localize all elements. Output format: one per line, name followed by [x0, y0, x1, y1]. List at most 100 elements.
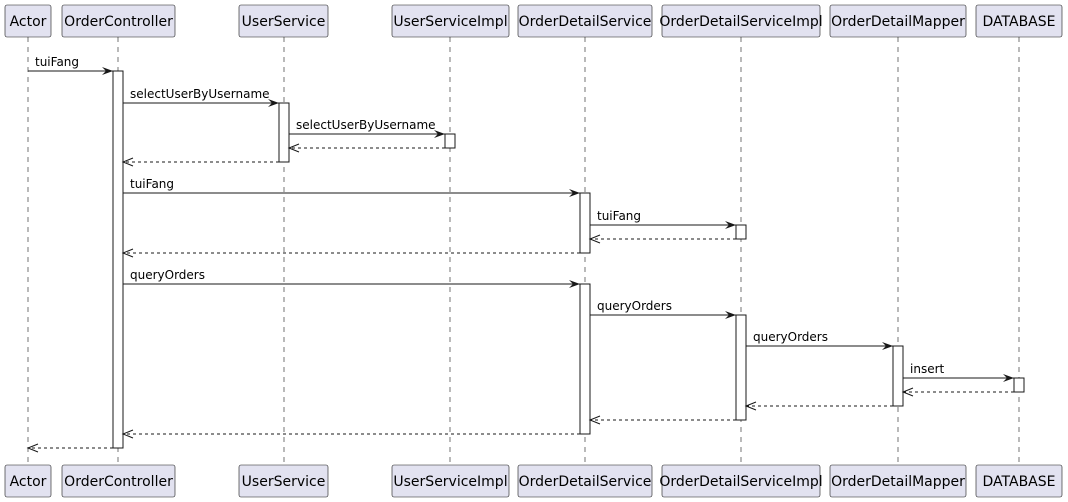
participants-bottom: Actor OrderController UserService UserServi…	[4, 464, 1063, 498]
participants-top: Actor OrderController UserService UserServi…	[4, 4, 1063, 38]
participant-label: UserService	[242, 14, 326, 30]
message-label: insert	[910, 362, 945, 376]
arrowhead	[744, 401, 757, 411]
database-activation	[1013, 377, 1025, 393]
activation-bars	[112, 70, 1025, 449]
return-message-3	[287, 143, 445, 153]
arrowhead	[434, 130, 445, 138]
participant-label: OrderController	[64, 14, 173, 30]
return-message-15	[588, 415, 736, 425]
participant-label: OrderDetailService	[519, 474, 652, 490]
arrowhead	[901, 387, 914, 397]
participant-label: DATABASE	[983, 474, 1056, 490]
participant-box	[517, 4, 653, 38]
message-label: queryOrders	[130, 268, 205, 282]
order-detail-service-impl-activation	[735, 224, 747, 240]
participant-label: DATABASE	[983, 14, 1056, 30]
return-message-16	[121, 429, 580, 439]
order-detail-mapper-activation	[892, 345, 904, 407]
user-service-activation	[278, 102, 290, 163]
order-detail-service-impl-activation	[735, 314, 747, 421]
order-detail-service-impl-participant-top: OrderDetailServiceImpl	[659, 4, 823, 38]
arrowhead	[268, 99, 279, 107]
message-label: queryOrders	[597, 299, 672, 313]
arrowhead	[569, 189, 580, 197]
return-message-13	[901, 387, 1014, 397]
arrowhead	[102, 67, 113, 75]
participant-box	[391, 464, 510, 498]
return-message-4	[121, 157, 279, 167]
user-service-impl-participant-bottom: UserServiceImpl	[391, 464, 510, 498]
participant-box	[238, 464, 329, 498]
participant-label: OrderDetailService	[519, 14, 652, 30]
arrowhead	[725, 221, 736, 229]
messages: tuiFang selectUserByUsername selectUserByU…	[26, 55, 1014, 453]
arrowhead	[121, 429, 134, 439]
participant-box	[517, 464, 653, 498]
arrowhead	[26, 443, 39, 453]
arrowhead	[725, 311, 736, 319]
participant-label: OrderDetailServiceImpl	[659, 474, 822, 490]
participant-box	[975, 464, 1063, 498]
participant-box	[238, 4, 329, 38]
participant-label: OrderDetailMapper	[831, 474, 965, 490]
arrowhead	[287, 143, 300, 153]
message-label: tuiFang	[35, 55, 79, 69]
order-detail-service-activation	[579, 192, 591, 254]
participant-box	[61, 4, 176, 38]
return-message-7	[588, 234, 736, 244]
message-label: selectUserByUsername	[296, 118, 436, 132]
participant-label: UserServiceImpl	[393, 14, 507, 30]
participant-label: UserService	[242, 474, 326, 490]
call-message-1: selectUserByUsername	[123, 87, 279, 107]
order-detail-mapper-participant-top: OrderDetailMapper	[829, 4, 967, 38]
arrowhead	[569, 280, 580, 288]
participant-box	[829, 464, 967, 498]
participant-box	[975, 4, 1063, 38]
user-service-impl-activation	[444, 133, 456, 149]
participant-label: OrderDetailMapper	[831, 14, 965, 30]
return-message-8	[121, 248, 580, 258]
actor-participant-bottom: Actor	[4, 464, 52, 498]
arrowhead	[121, 157, 134, 167]
user-service-participant-bottom: UserService	[238, 464, 329, 498]
arrowhead	[588, 415, 601, 425]
actor-participant-top: Actor	[4, 4, 52, 38]
call-message-0: tuiFang	[28, 55, 113, 75]
user-service-impl-participant-top: UserServiceImpl	[391, 4, 510, 38]
order-detail-mapper-participant-bottom: OrderDetailMapper	[829, 464, 967, 498]
order-detail-service-participant-top: OrderDetailService	[517, 4, 653, 38]
participant-label: UserServiceImpl	[393, 474, 507, 490]
return-message-17	[26, 443, 113, 453]
message-label: tuiFang	[130, 177, 174, 191]
arrowhead	[121, 248, 134, 258]
participant-label: Actor	[10, 474, 47, 490]
participant-label: Actor	[10, 14, 47, 30]
participant-box	[61, 464, 176, 498]
message-label: queryOrders	[753, 330, 828, 344]
order-detail-service-activation	[579, 283, 591, 435]
participant-label: OrderController	[64, 474, 173, 490]
participant-box	[661, 4, 821, 38]
participant-box	[391, 4, 510, 38]
return-message-14	[744, 401, 893, 411]
call-message-9: queryOrders	[123, 268, 580, 288]
lifelines	[27, 37, 1020, 465]
arrowhead	[588, 234, 601, 244]
call-message-6: tuiFang	[590, 209, 736, 229]
user-service-participant-top: UserService	[238, 4, 329, 38]
arrowhead	[882, 342, 893, 350]
order-controller-participant-top: OrderController	[61, 4, 176, 38]
database-participant-bottom: DATABASE	[975, 464, 1063, 498]
order-detail-service-participant-bottom: OrderDetailService	[517, 464, 653, 498]
call-message-11: queryOrders	[746, 330, 893, 350]
order-detail-service-impl-participant-bottom: OrderDetailServiceImpl	[659, 464, 823, 498]
order-controller-activation	[112, 70, 124, 449]
call-message-2: selectUserByUsername	[289, 118, 445, 138]
participant-box	[829, 4, 967, 38]
participant-box	[661, 464, 821, 498]
call-message-5: tuiFang	[123, 177, 580, 197]
database-participant-top: DATABASE	[975, 4, 1063, 38]
participant-label: OrderDetailServiceImpl	[659, 14, 822, 30]
